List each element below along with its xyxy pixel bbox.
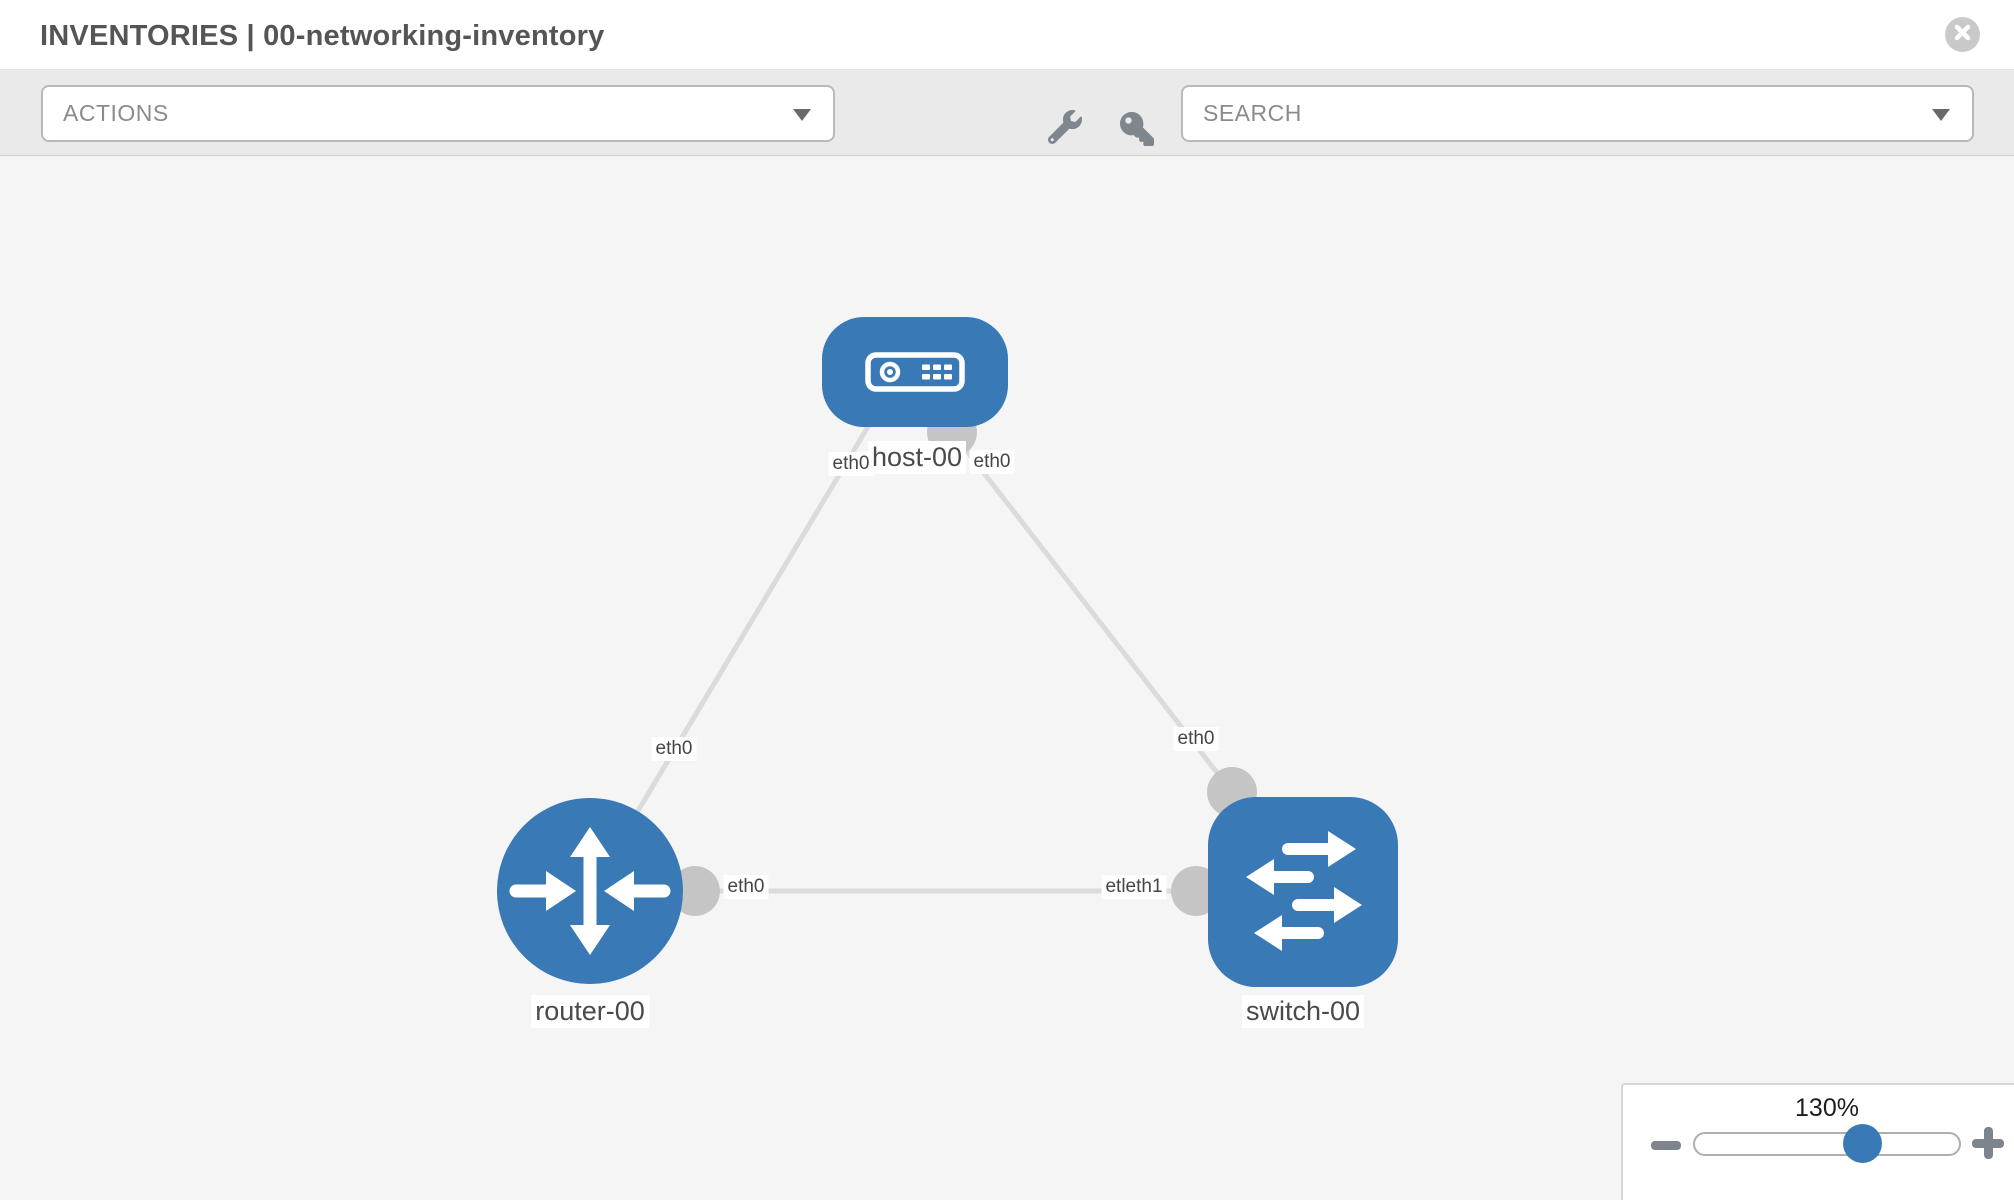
node-label-router: router-00: [531, 995, 649, 1029]
credentials-button[interactable]: [1118, 110, 1156, 148]
interface-label: etleth1: [1101, 875, 1167, 899]
interface-label: eth0: [828, 452, 874, 476]
modal-header: INVENTORIES | 00-networking-inventory: [0, 0, 2014, 70]
zoom-panel: 130%: [1621, 1083, 2014, 1200]
zoom-in-button[interactable]: [1972, 1127, 2004, 1159]
topology-canvas[interactable]: host-00 router-00 switch-00 eth0 eth0 et…: [0, 156, 2014, 1200]
chevron-down-icon: [1932, 108, 1950, 121]
node-label-host: host-00: [867, 441, 967, 475]
node-label-switch: switch-00: [1241, 995, 1365, 1029]
chevron-down-icon: [793, 108, 811, 121]
actions-dropdown[interactable]: ACTIONS: [41, 85, 835, 142]
interface-label: eth0: [969, 450, 1015, 474]
wrench-icon: [1047, 109, 1082, 149]
interface-label: eth0: [1173, 727, 1219, 751]
topology-edges: [587, 407, 1303, 916]
toolbar: ACTIONS SEARCH: [0, 70, 2014, 156]
interface-label: eth0: [723, 875, 769, 899]
zoom-out-button[interactable]: [1651, 1136, 1681, 1154]
close-icon: [1954, 24, 1971, 46]
zoom-level-text: 130%: [1795, 1094, 1859, 1122]
close-button[interactable]: [1945, 17, 1980, 52]
search-dropdown-label: SEARCH: [1203, 100, 1302, 126]
node-switch-00[interactable]: [1208, 797, 1398, 987]
node-host-00[interactable]: [822, 317, 1008, 427]
node-router-00[interactable]: [497, 798, 683, 984]
zoom-slider-thumb[interactable]: [1843, 1124, 1883, 1163]
interface-label: eth0: [651, 737, 697, 761]
page-title: INVENTORIES | 00-networking-inventory: [40, 20, 605, 52]
search-dropdown[interactable]: SEARCH: [1181, 85, 1974, 142]
actions-dropdown-label: ACTIONS: [63, 100, 169, 126]
zoom-slider-track[interactable]: [1693, 1124, 1961, 1163]
configure-button[interactable]: [1046, 109, 1084, 149]
key-icon: [1120, 112, 1154, 146]
